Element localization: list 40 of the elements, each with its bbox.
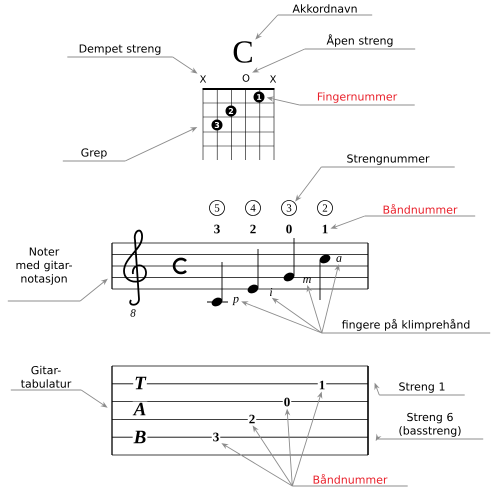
- chord-grid: [202, 88, 274, 160]
- callout-text: Grep: [62, 148, 126, 162]
- tab-clef-letter: A: [132, 402, 148, 416]
- callout-text: Noter med gitar- notasjon: [7, 248, 81, 302]
- finger-letter: i: [270, 288, 272, 296]
- fret-number: 0: [286, 224, 292, 234]
- fret-number: 2: [250, 224, 256, 234]
- string-mark: X: [200, 75, 206, 83]
- string-mark: O: [242, 74, 250, 82]
- string-number: 2: [317, 200, 333, 216]
- fret-number: 3: [214, 224, 220, 234]
- finger-letter: m: [303, 277, 311, 283]
- fret-number: 1: [322, 224, 328, 234]
- chord-name: C: [234, 41, 252, 63]
- callout-text: Akkordnavn: [277, 4, 373, 16]
- string-number: 4: [245, 200, 261, 216]
- callout-text: Strengnummer: [320, 154, 456, 168]
- callout-text: Dempet streng: [66, 44, 174, 58]
- finger-letter: a: [336, 256, 342, 262]
- callout-text: Fingernummer: [298, 92, 416, 106]
- fret-number: 2: [248, 414, 256, 424]
- callout-text: Streng 1: [378, 382, 466, 396]
- finger-letter: p: [232, 296, 239, 306]
- callout-text: Åpen streng: [304, 34, 416, 50]
- string-mark: X: [270, 75, 276, 83]
- tablature-staff: [111, 366, 369, 456]
- callout-text: fingere på klimprehånd: [321, 318, 491, 334]
- tab-clef-letter: B: [132, 430, 148, 444]
- fret-number: 3: [212, 432, 220, 442]
- fret-number: 1: [318, 380, 326, 390]
- octave-mark: 8: [130, 309, 136, 317]
- tab-clef-letter: T: [133, 376, 147, 390]
- callout-text: Båndnummer: [292, 474, 408, 486]
- string-number: 3: [281, 200, 297, 216]
- callout-text: Gitar- tabulatur: [10, 366, 82, 390]
- fret-number: 0: [282, 396, 292, 408]
- callout-text: Båndnummer: [364, 204, 476, 216]
- string-number: 5: [209, 200, 225, 216]
- music-staff: [111, 242, 369, 290]
- callout-text: Streng 6 (basstreng): [376, 412, 484, 440]
